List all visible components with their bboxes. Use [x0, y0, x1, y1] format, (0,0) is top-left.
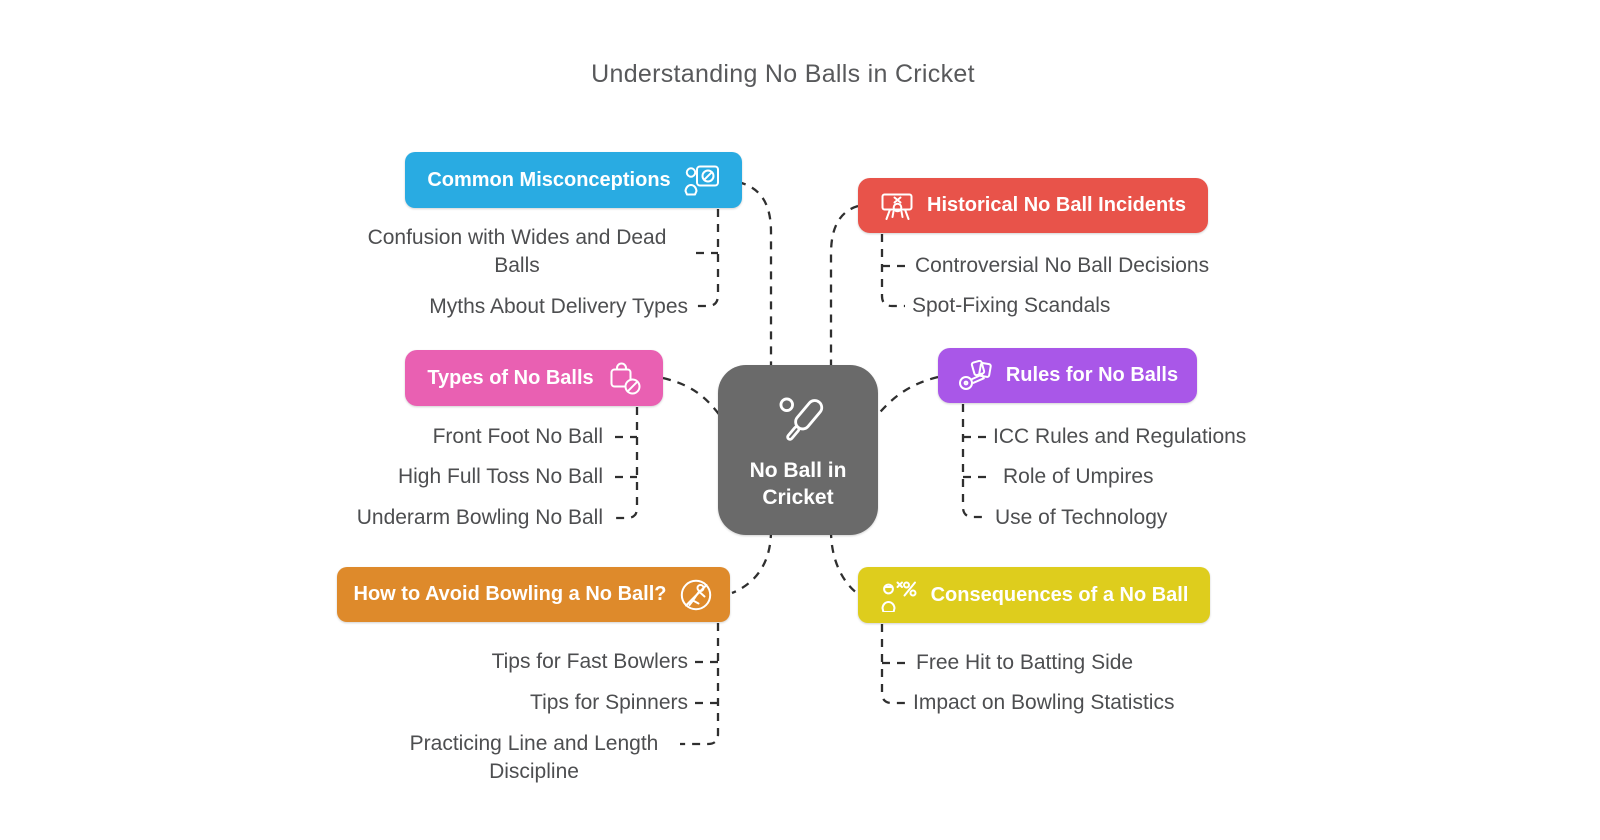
branch-types-lines — [612, 407, 639, 520]
leaf-tips-fast-bowlers: Tips for Fast Bowlers — [491, 650, 688, 673]
branch-label: Historical No Ball Incidents — [927, 194, 1186, 216]
branch-node-rules-for-no-balls[interactable]: Rules for No Balls — [938, 348, 1197, 403]
branch-misconceptions-lines — [695, 209, 720, 308]
leaf-myths-delivery-types: Myths About Delivery Types — [429, 295, 688, 318]
branch-label: Types of No Balls — [427, 366, 594, 389]
branch-node-historical-incidents[interactable]: Historical No Ball Incidents — [858, 178, 1208, 233]
center-node-no-ball-in-cricket[interactable]: No Ball in Cricket — [718, 365, 878, 535]
cricket-bat-ball-icon — [779, 397, 824, 441]
branch-avoid-lines — [680, 623, 720, 746]
leaf-underarm-bowling-no-ball: Underarm Bowling No Ball — [356, 506, 603, 529]
leaf-impact-bowling-statistics: Impact on Bowling Statistics — [913, 691, 1175, 714]
center-node-label: No Ball in Cricket — [749, 459, 847, 509]
leaf-role-of-umpires: Role of Umpires — [1003, 465, 1154, 488]
connector-center-to-historical — [829, 204, 859, 420]
leaf-spot-fixing-scandals: Spot-Fixing Scandals — [912, 294, 1111, 317]
leaf-use-of-technology: Use of Technology — [995, 506, 1168, 529]
connector-center-to-misconceptions — [737, 180, 773, 420]
branch-label: Rules for No Balls — [1005, 364, 1179, 386]
bag-no-sign-icon — [610, 362, 641, 395]
no-bowling-icon — [681, 579, 712, 610]
branch-consequences-lines — [880, 624, 908, 705]
branch-label: How to Avoid Bowling a No Ball? — [353, 583, 667, 605]
cards-whistle-icon — [958, 359, 992, 390]
leaf-confusion-wides-dead-balls: Confusion with Wides and Dead Balls — [367, 226, 667, 277]
leaf-practicing-line-length: Practicing Line and Length Discipline — [409, 732, 659, 783]
presentation-no-sign-icon — [684, 165, 719, 196]
leaf-icc-rules-regulations: ICC Rules and Regulations — [993, 425, 1247, 448]
connector-center-to-rules — [874, 375, 939, 419]
branch-rules-lines — [961, 404, 987, 519]
leaf-free-hit-batting-side: Free Hit to Batting Side — [916, 651, 1134, 674]
leaf-high-full-toss-no-ball: High Full Toss No Ball — [397, 465, 603, 488]
branch-node-types-of-no-balls[interactable]: Types of No Balls — [405, 350, 663, 406]
scoreboard-x-icon — [881, 193, 913, 220]
branch-historical-lines — [880, 234, 908, 308]
connector-center-to-types — [662, 376, 723, 419]
page-title: Understanding No Balls in Cricket — [591, 60, 975, 88]
leaf-tips-spinners: Tips for Spinners — [530, 691, 688, 714]
branch-node-consequences[interactable]: Consequences of a No Ball — [858, 567, 1210, 623]
branch-label: Common Misconceptions — [427, 168, 671, 191]
branch-label: Consequences of a No Ball — [930, 583, 1189, 606]
player-stats-icon — [881, 581, 917, 612]
leaf-controversial-decisions: Controversial No Ball Decisions — [915, 254, 1210, 277]
branch-node-how-to-avoid[interactable]: How to Avoid Bowling a No Ball? — [337, 567, 730, 622]
leaf-front-foot-no-ball: Front Foot No Ball — [432, 425, 603, 448]
branch-node-common-misconceptions[interactable]: Common Misconceptions — [405, 152, 742, 208]
